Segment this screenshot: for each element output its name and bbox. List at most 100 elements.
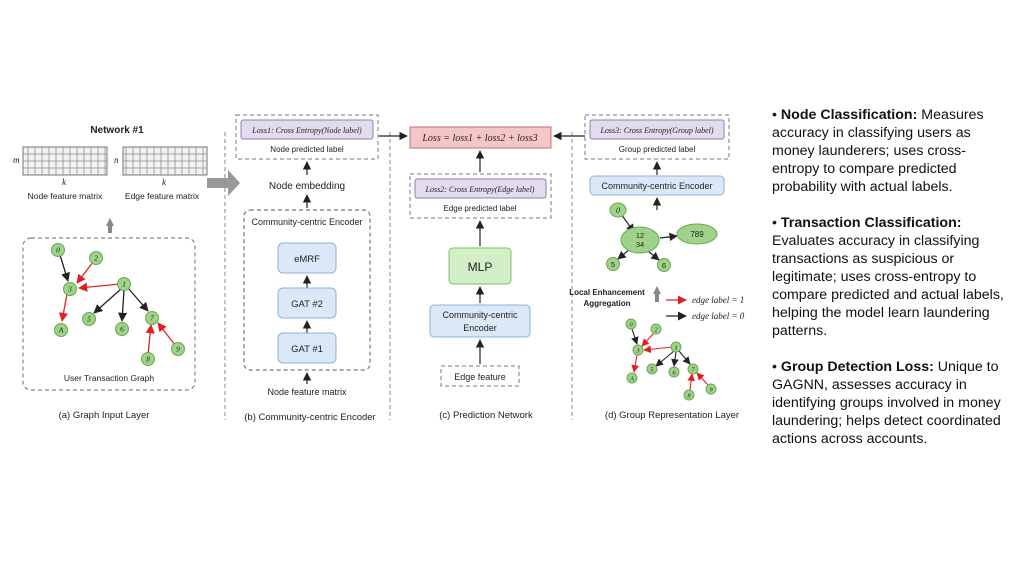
graph-node (117, 277, 131, 291)
edge-feature-box (440, 365, 520, 387)
mlp-box (448, 247, 512, 285)
encoder-c-line1: Community-centric (442, 310, 518, 320)
encoder-box (243, 209, 371, 371)
k-label-edge: k (162, 177, 167, 187)
layer-gat2 (277, 287, 337, 319)
graph-node (145, 311, 159, 325)
graph-node-label: 9 (709, 386, 713, 393)
caption-d: (d) Group Representation Layer (605, 410, 739, 421)
graph-node (63, 282, 77, 296)
group-node-b-label-2: 34 (636, 240, 644, 249)
bullet-text: Evaluates accuracy in classifying transa… (772, 233, 1004, 339)
graph-node-label: 6 (672, 369, 676, 376)
graph-node (626, 372, 638, 384)
graph-node (668, 366, 680, 378)
layer-emrf (277, 242, 337, 274)
group-node-e-label: 6 (662, 261, 666, 270)
graph-node (82, 312, 96, 326)
graph-node-label: 2 (654, 326, 658, 333)
graph-node-label: 3 (67, 285, 72, 294)
edge-feature-label: Edge feature (454, 372, 506, 382)
graph-node-label: 2 (94, 254, 98, 263)
loss2-text: Loss2: Cross Entropy(Edge label) (425, 185, 535, 194)
legend-red-text: edge label = 1 (692, 295, 744, 305)
encoder-d-box (589, 175, 725, 196)
loss3-outer (584, 114, 730, 160)
graph-node-label: 5 (87, 315, 91, 324)
graph-node-label: 0 (56, 246, 60, 255)
panel-c: Loss = loss1 + loss2 + loss3 Loss2: Cros… (409, 126, 552, 421)
graph-node (650, 323, 662, 335)
group-node-d-label: 5 (611, 260, 615, 269)
panel-b: Loss1: Cross Entropy(Node label) Node pr… (235, 114, 379, 423)
panel-a: Network #1 m k Node feature matrix n k E… (13, 125, 208, 421)
network-title: Network #1 (90, 125, 144, 136)
group-predicted-label: Group predicted label (619, 145, 696, 154)
graph-node-label: A (58, 326, 64, 335)
layer-gat1 (277, 332, 337, 364)
legend-black-text: edge label = 0 (692, 311, 745, 321)
graph-node (632, 344, 644, 356)
flow-arrow-icon (207, 170, 240, 196)
bullet-head: Node Classification: (780, 107, 918, 123)
graph-node (54, 323, 68, 337)
layer-emrf-label: eMRF (294, 254, 320, 265)
layer-gat2-label: GAT #2 (291, 299, 323, 310)
caption-b: (b) Community-centric Encoder (244, 412, 375, 423)
up-arrow-d-icon (653, 286, 661, 302)
graph-node-label: 1 (122, 280, 126, 289)
bullet-list: • Node Classification: Measures accuracy… (772, 106, 1012, 466)
node-predicted-label: Node predicted label (270, 145, 344, 154)
edge-predicted-label: Edge predicted label (444, 204, 517, 213)
mlp-label: MLP (468, 260, 493, 274)
architecture-diagram: Network #1 m k Node feature matrix n k E… (13, 114, 745, 423)
graph-node (171, 342, 185, 356)
edge-feature-matrix (122, 146, 208, 176)
total-loss-text: Loss = loss1 + loss2 + loss3 (421, 133, 537, 144)
graph-node-label: 5 (650, 366, 654, 373)
node-embedding-label: Node embedding (269, 181, 345, 192)
graph-node (670, 341, 682, 353)
graph-node-label: 9 (176, 345, 180, 354)
graph-node (687, 363, 699, 375)
node-feature-matrix (22, 146, 108, 176)
graph-node (646, 363, 658, 375)
small-graph-edges (631, 328, 709, 391)
graph-node-label: 7 (150, 314, 154, 323)
bullet-transaction-classification: • Transaction Classification: Evaluates … (772, 215, 1004, 339)
loss1-outer (235, 114, 379, 160)
bullet-head: Group Detection Loss: (780, 359, 934, 375)
graph-node-label: 6 (120, 325, 124, 334)
bullet-head: Transaction Classification: (780, 215, 962, 231)
k-label-node: k (62, 177, 67, 187)
graph-node (625, 318, 637, 330)
graph-node (141, 352, 155, 366)
graph-edges (59, 254, 176, 356)
layer-gat1-label: GAT #1 (291, 344, 323, 355)
loss2-box (414, 178, 547, 199)
group-node-e (657, 258, 671, 272)
caption-a: (a) Graph Input Layer (59, 410, 150, 421)
graph-node-label: 8 (687, 392, 691, 399)
encoder-c-box (429, 304, 531, 338)
group-node-d (606, 257, 620, 271)
graph-node (115, 322, 129, 336)
encoder-title: Community-centric Encoder (251, 217, 362, 227)
total-loss-box (409, 126, 552, 149)
group-graph: 0 12 34 789 5 6 (606, 202, 718, 272)
group-node-b (620, 226, 660, 254)
group-node-a (609, 202, 627, 218)
graph-node-label: A (629, 375, 634, 382)
group-node-a-label: 0 (616, 206, 620, 215)
aggregation-line2: Aggregation (583, 299, 630, 308)
node-feature-input-label: Node feature matrix (267, 387, 347, 397)
node-matrix-label: Node feature matrix (28, 191, 103, 201)
m-label: m (13, 155, 20, 165)
edge-matrix-label: Edge feature matrix (125, 191, 200, 201)
loss2-outer (409, 173, 552, 219)
group-node-c (676, 223, 718, 245)
graph-node-label: 1 (674, 344, 677, 351)
caption-c: (c) Prediction Network (439, 410, 533, 421)
graph-label: User Transaction Graph (64, 373, 155, 383)
